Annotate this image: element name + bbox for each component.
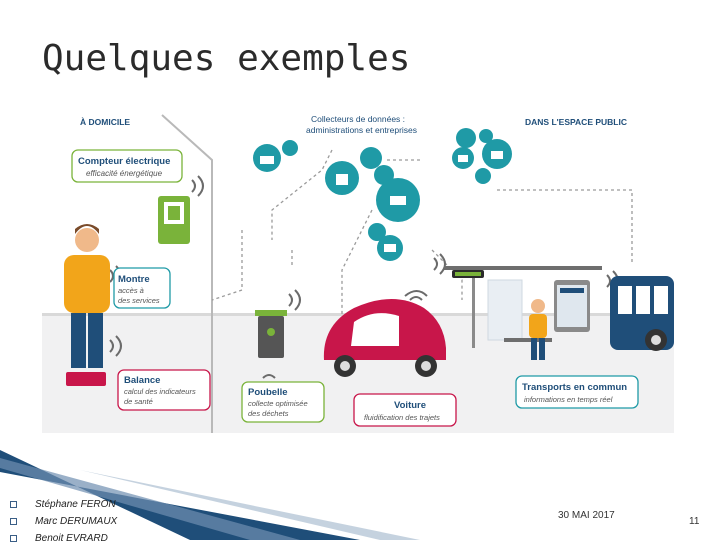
author-name: Stéphane FERON bbox=[35, 499, 116, 510]
compteur-sub: efficacité énergétique bbox=[86, 169, 163, 178]
collectors-line2: administrations et entreprises bbox=[306, 125, 417, 135]
person-home-icon bbox=[64, 224, 110, 368]
bullet-icon bbox=[10, 501, 17, 508]
author-item: Stéphane FERON bbox=[10, 496, 117, 513]
bullet-icon bbox=[10, 518, 17, 525]
section-public-label: DANS L'ESPACE PUBLIC bbox=[525, 117, 627, 127]
slide-date: 30 MAI 2017 bbox=[558, 510, 615, 521]
author-item: Benoit EVRARD bbox=[10, 530, 117, 547]
authors-list: Stéphane FERON Marc DERUMAUX Benoit EVRA… bbox=[10, 496, 117, 547]
transports-sub: informations en temps réel bbox=[524, 395, 613, 404]
iot-illustration: À DOMICILE DANS L'ESPACE PUBLIC Collecte… bbox=[42, 114, 674, 433]
scale-icon bbox=[66, 372, 106, 386]
poubelle-title: Poubelle bbox=[248, 387, 288, 398]
callout-compteur: Compteur électrique efficacité énergétiq… bbox=[71, 149, 183, 183]
voiture-sub: fluidification des trajets bbox=[364, 413, 440, 422]
montre-sub1: accès à bbox=[118, 286, 144, 295]
callout-balance: Balance calcul des indicateurs de santé bbox=[117, 369, 211, 411]
montre-sub2: des services bbox=[118, 296, 160, 305]
bus-shelter-icon bbox=[444, 266, 602, 348]
slide-title: Quelques exemples bbox=[42, 38, 411, 79]
bus-icon bbox=[610, 276, 674, 351]
car-icon bbox=[323, 299, 446, 377]
footer-decoration bbox=[0, 450, 420, 540]
callout-transports: Transports en commun informations en tem… bbox=[515, 375, 639, 409]
author-item: Marc DERUMAUX bbox=[10, 513, 117, 530]
trash-bin-icon bbox=[255, 310, 287, 358]
compteur-title: Compteur électrique bbox=[78, 156, 170, 167]
balance-sub1: calcul des indicateurs bbox=[124, 387, 196, 396]
poubelle-sub2: des déchets bbox=[248, 409, 289, 418]
balance-sub2: de santé bbox=[124, 397, 153, 406]
callout-poubelle: Poubelle collecte optimisée des déchets bbox=[241, 381, 325, 423]
callout-voiture: Voiture fluidification des trajets bbox=[353, 393, 457, 427]
balance-title: Balance bbox=[124, 375, 160, 386]
callout-montre: Montre accès à des services bbox=[113, 267, 171, 309]
montre-title: Montre bbox=[118, 274, 150, 285]
section-home-label: À DOMICILE bbox=[80, 117, 130, 127]
author-name: Benoit EVRARD bbox=[35, 533, 108, 544]
poubelle-sub1: collecte optimisée bbox=[248, 399, 308, 408]
collectors-cloud bbox=[253, 128, 512, 261]
person-stop-icon bbox=[529, 299, 547, 360]
bullet-icon bbox=[10, 535, 17, 542]
collectors-line1: Collecteurs de données : bbox=[311, 114, 405, 124]
transports-title: Transports en commun bbox=[522, 382, 627, 393]
author-name: Marc DERUMAUX bbox=[35, 516, 118, 527]
electric-meter-icon bbox=[158, 196, 190, 244]
voiture-title: Voiture bbox=[394, 400, 426, 411]
page-number: 11 bbox=[689, 516, 700, 527]
